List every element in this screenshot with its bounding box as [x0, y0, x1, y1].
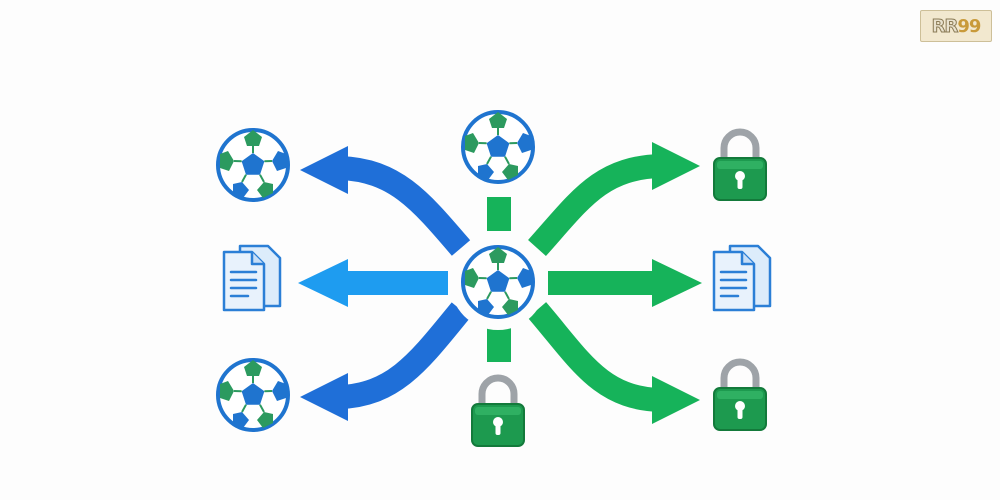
document-stack-icon-right: [712, 244, 772, 312]
arrow-left-middle: [298, 259, 448, 307]
arrow-right-bottom: [527, 302, 700, 424]
soccer-ball-icon-center: [461, 245, 535, 319]
lock-icon-right-top: [714, 132, 766, 200]
arrow-left-bottom: [300, 302, 471, 421]
logo-text-rr: RR: [931, 15, 959, 37]
lock-icon-right-bottom: [714, 362, 766, 430]
lock-icon-bottom: [472, 378, 524, 446]
soccer-ball-icon-top: [461, 110, 535, 184]
connector-up: [487, 197, 511, 231]
soccer-ball-icon-left-top: [216, 128, 290, 202]
soccer-ball-icon-left-bottom: [216, 358, 290, 432]
logo-text-99: 99: [957, 15, 981, 37]
arrow-left-top: [300, 146, 471, 256]
arrow-right-middle: [548, 259, 702, 307]
connector-down: [487, 328, 511, 362]
arrow-right-top: [528, 142, 700, 257]
document-stack-icon-left: [222, 244, 282, 312]
